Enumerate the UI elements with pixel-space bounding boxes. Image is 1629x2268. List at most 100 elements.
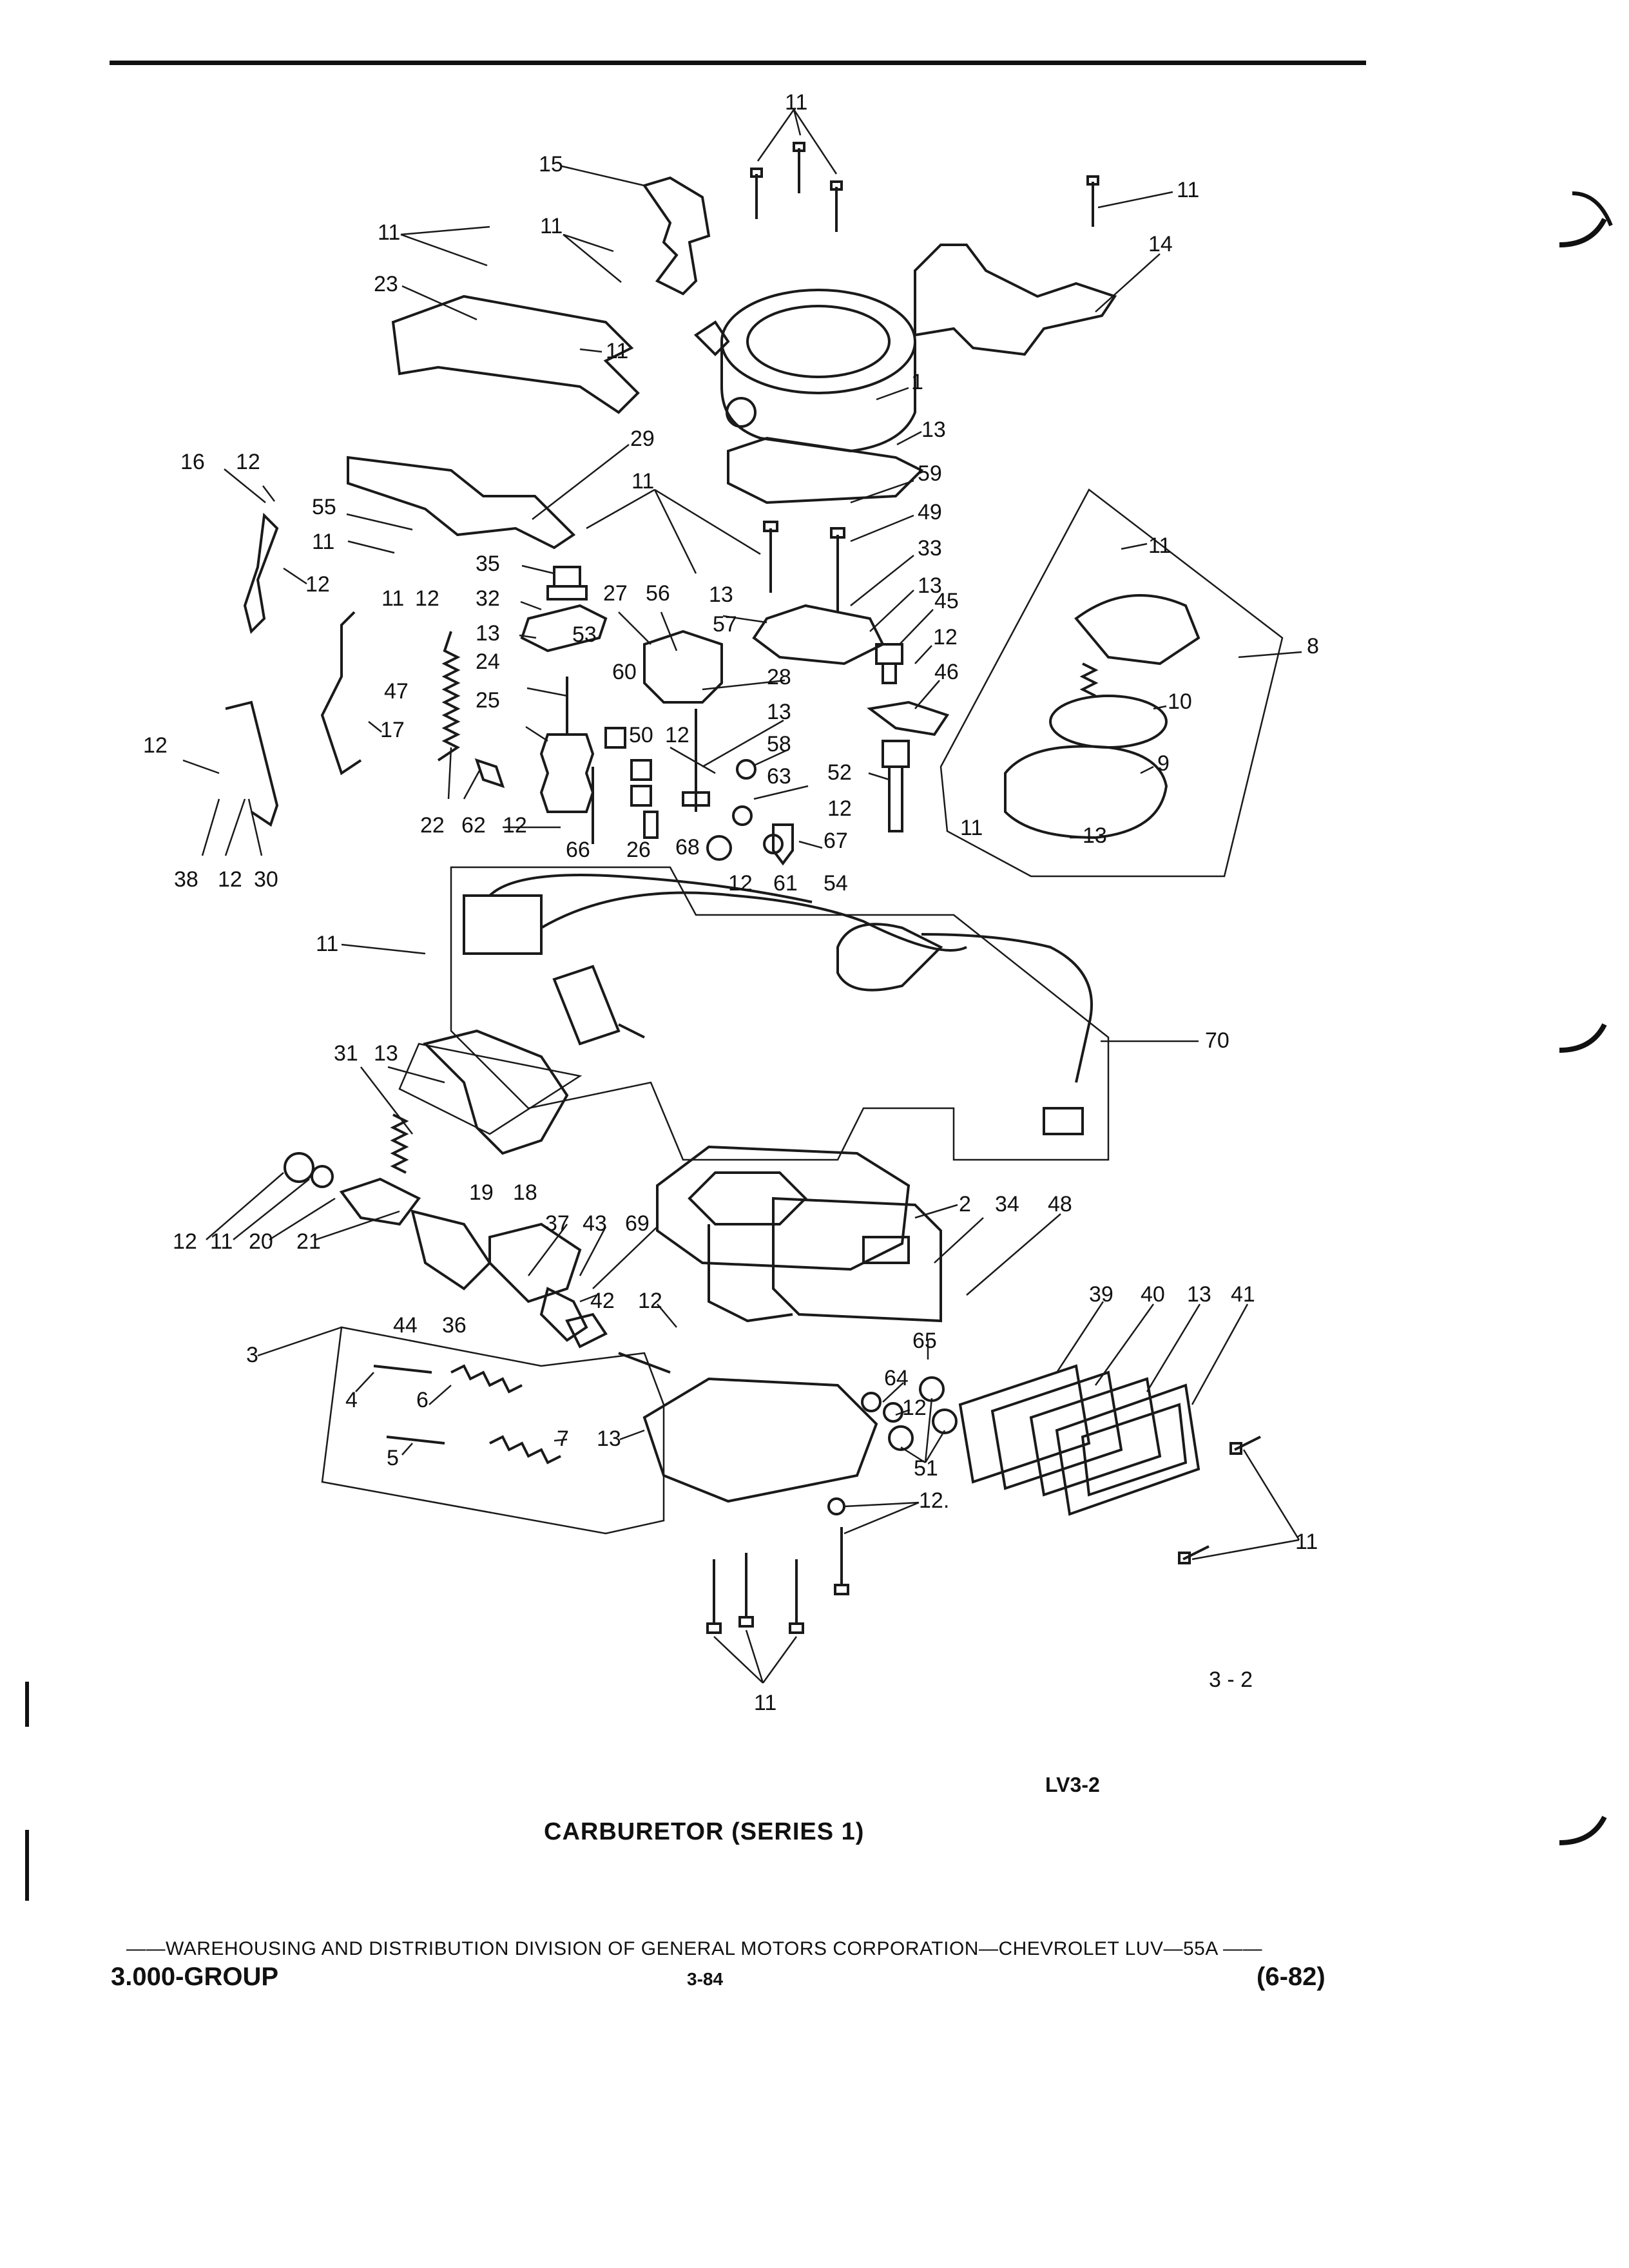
callout-12: 12: [728, 871, 753, 896]
part-33-bracket: [752, 604, 885, 666]
callout-11: 11: [754, 1691, 776, 1715]
callout-51: 51: [914, 1456, 938, 1481]
callout-60: 60: [612, 660, 637, 684]
callout-12: 12: [827, 796, 852, 821]
callout-41: 41: [1231, 1282, 1255, 1307]
part-18-lever: [423, 1029, 569, 1155]
callout-25: 25: [476, 688, 500, 713]
drawing-code: LV3-2: [1045, 1773, 1100, 1796]
callout-13: 13: [709, 582, 733, 607]
callout-12: 12: [503, 813, 527, 838]
part-27-body: [643, 629, 723, 704]
gasket-stack: [958, 1364, 1200, 1516]
part-23-lever: [391, 294, 640, 414]
callout-13: 13: [597, 1427, 621, 1451]
callout-62: 62: [461, 813, 486, 838]
part-16-rod: [243, 512, 279, 634]
part-13-gasket-top: [727, 436, 924, 505]
choke-housing-assembly: [1004, 594, 1200, 840]
callout-47: 47: [384, 679, 409, 704]
group-18-outline: [398, 1043, 583, 1135]
callout-49: 49: [918, 500, 942, 524]
part-callouts: 11 15 11 11 11 14 23 11 1 13 29 16 12 55…: [143, 90, 1319, 1715]
callout-33: 33: [918, 536, 942, 561]
callout-3: 3: [246, 1343, 258, 1367]
callout-30: 30: [254, 867, 278, 892]
callout-9: 9: [1157, 751, 1170, 776]
callout-5: 5: [387, 1446, 399, 1470]
callout-58: 58: [767, 732, 791, 756]
callout-50: 50: [629, 723, 653, 747]
callout-11: 11: [1177, 178, 1199, 202]
callout-42: 42: [590, 1289, 615, 1313]
callout-4: 4: [345, 1388, 358, 1412]
base-and-adjusting-screws: [373, 1352, 878, 1503]
part-17-rod: [320, 611, 362, 776]
part-2-throttle-body: [656, 1145, 942, 1323]
callout-13: 13: [1083, 823, 1107, 848]
callout-59: 59: [918, 461, 942, 486]
callout-12: 12: [902, 1396, 927, 1420]
callout-67: 67: [824, 829, 848, 853]
callout-14: 14: [1148, 232, 1173, 256]
callout-18: 18: [513, 1180, 537, 1205]
footer-group: 3.000-GROUP: [111, 1963, 279, 1991]
callout-1: 1: [911, 370, 923, 394]
callout-12: 12: [415, 586, 439, 611]
callout-12: 12: [218, 867, 242, 892]
part-30-rod: [225, 700, 279, 827]
part-46-jet: [867, 700, 950, 736]
callout-12: 12: [143, 733, 168, 758]
callout-11: 11: [210, 1229, 233, 1254]
group-70-outline: [450, 866, 1110, 1161]
callout-37: 37: [545, 1211, 570, 1236]
part-49-screw: [830, 527, 845, 612]
callout-44: 44: [393, 1313, 418, 1338]
callout-24: 24: [476, 649, 500, 674]
callout-48: 48: [1048, 1192, 1072, 1216]
callout-13: 13: [374, 1041, 398, 1066]
callout-29: 29: [630, 427, 655, 451]
callout-64: 64: [884, 1366, 909, 1390]
callout-11: 11: [316, 932, 338, 956]
callout-69: 69: [625, 1211, 650, 1236]
figure-number: 3 - 2: [1209, 1667, 1253, 1692]
callout-35: 35: [476, 552, 500, 576]
callout-28: 28: [767, 665, 791, 689]
callout-11: 11: [631, 469, 654, 494]
figure-caption: CARBURETOR (SERIES 1): [544, 1818, 865, 1845]
part-29-link: [347, 456, 576, 550]
callout-10: 10: [1168, 689, 1192, 714]
callout-12: 12: [665, 723, 689, 747]
callout-12: 12: [933, 625, 958, 649]
callout-20: 20: [249, 1229, 273, 1254]
callout-11: 11: [540, 214, 563, 238]
callout-11: 11: [381, 586, 404, 611]
footer-date: (6-82): [1257, 1963, 1325, 1991]
part-45-valve: [875, 643, 903, 684]
callout-31: 31: [334, 1041, 358, 1066]
grouping-outlines: [321, 488, 1284, 1535]
callout-11: 11: [606, 339, 628, 363]
group-8-outline: [940, 488, 1284, 878]
footer-page-number: 3-84: [687, 1969, 724, 1989]
callout-55: 55: [312, 495, 336, 519]
part-32-plate: [520, 604, 608, 653]
callout-16: 16: [180, 450, 205, 474]
part-1-air-horn: [693, 289, 916, 453]
group-3-outline: [321, 1326, 665, 1535]
callout-26: 26: [626, 838, 651, 862]
part-28-rod: [682, 709, 710, 812]
bottom-screws: [706, 1436, 1261, 1634]
callout-45: 45: [934, 589, 959, 613]
binder-marks: [1559, 191, 1613, 1845]
callout-15: 15: [539, 152, 563, 177]
callout-61: 61: [773, 871, 798, 896]
callout-12: 12: [236, 450, 260, 474]
footer-publisher-line: ——WAREHOUSING AND DISTRIBUTION DIVISION …: [126, 1938, 1263, 1959]
callout-12: 12: [638, 1289, 662, 1313]
callout-65: 65: [912, 1329, 937, 1353]
callout-43: 43: [583, 1211, 607, 1236]
small-fittings: [474, 727, 910, 866]
callout-52: 52: [827, 760, 852, 785]
